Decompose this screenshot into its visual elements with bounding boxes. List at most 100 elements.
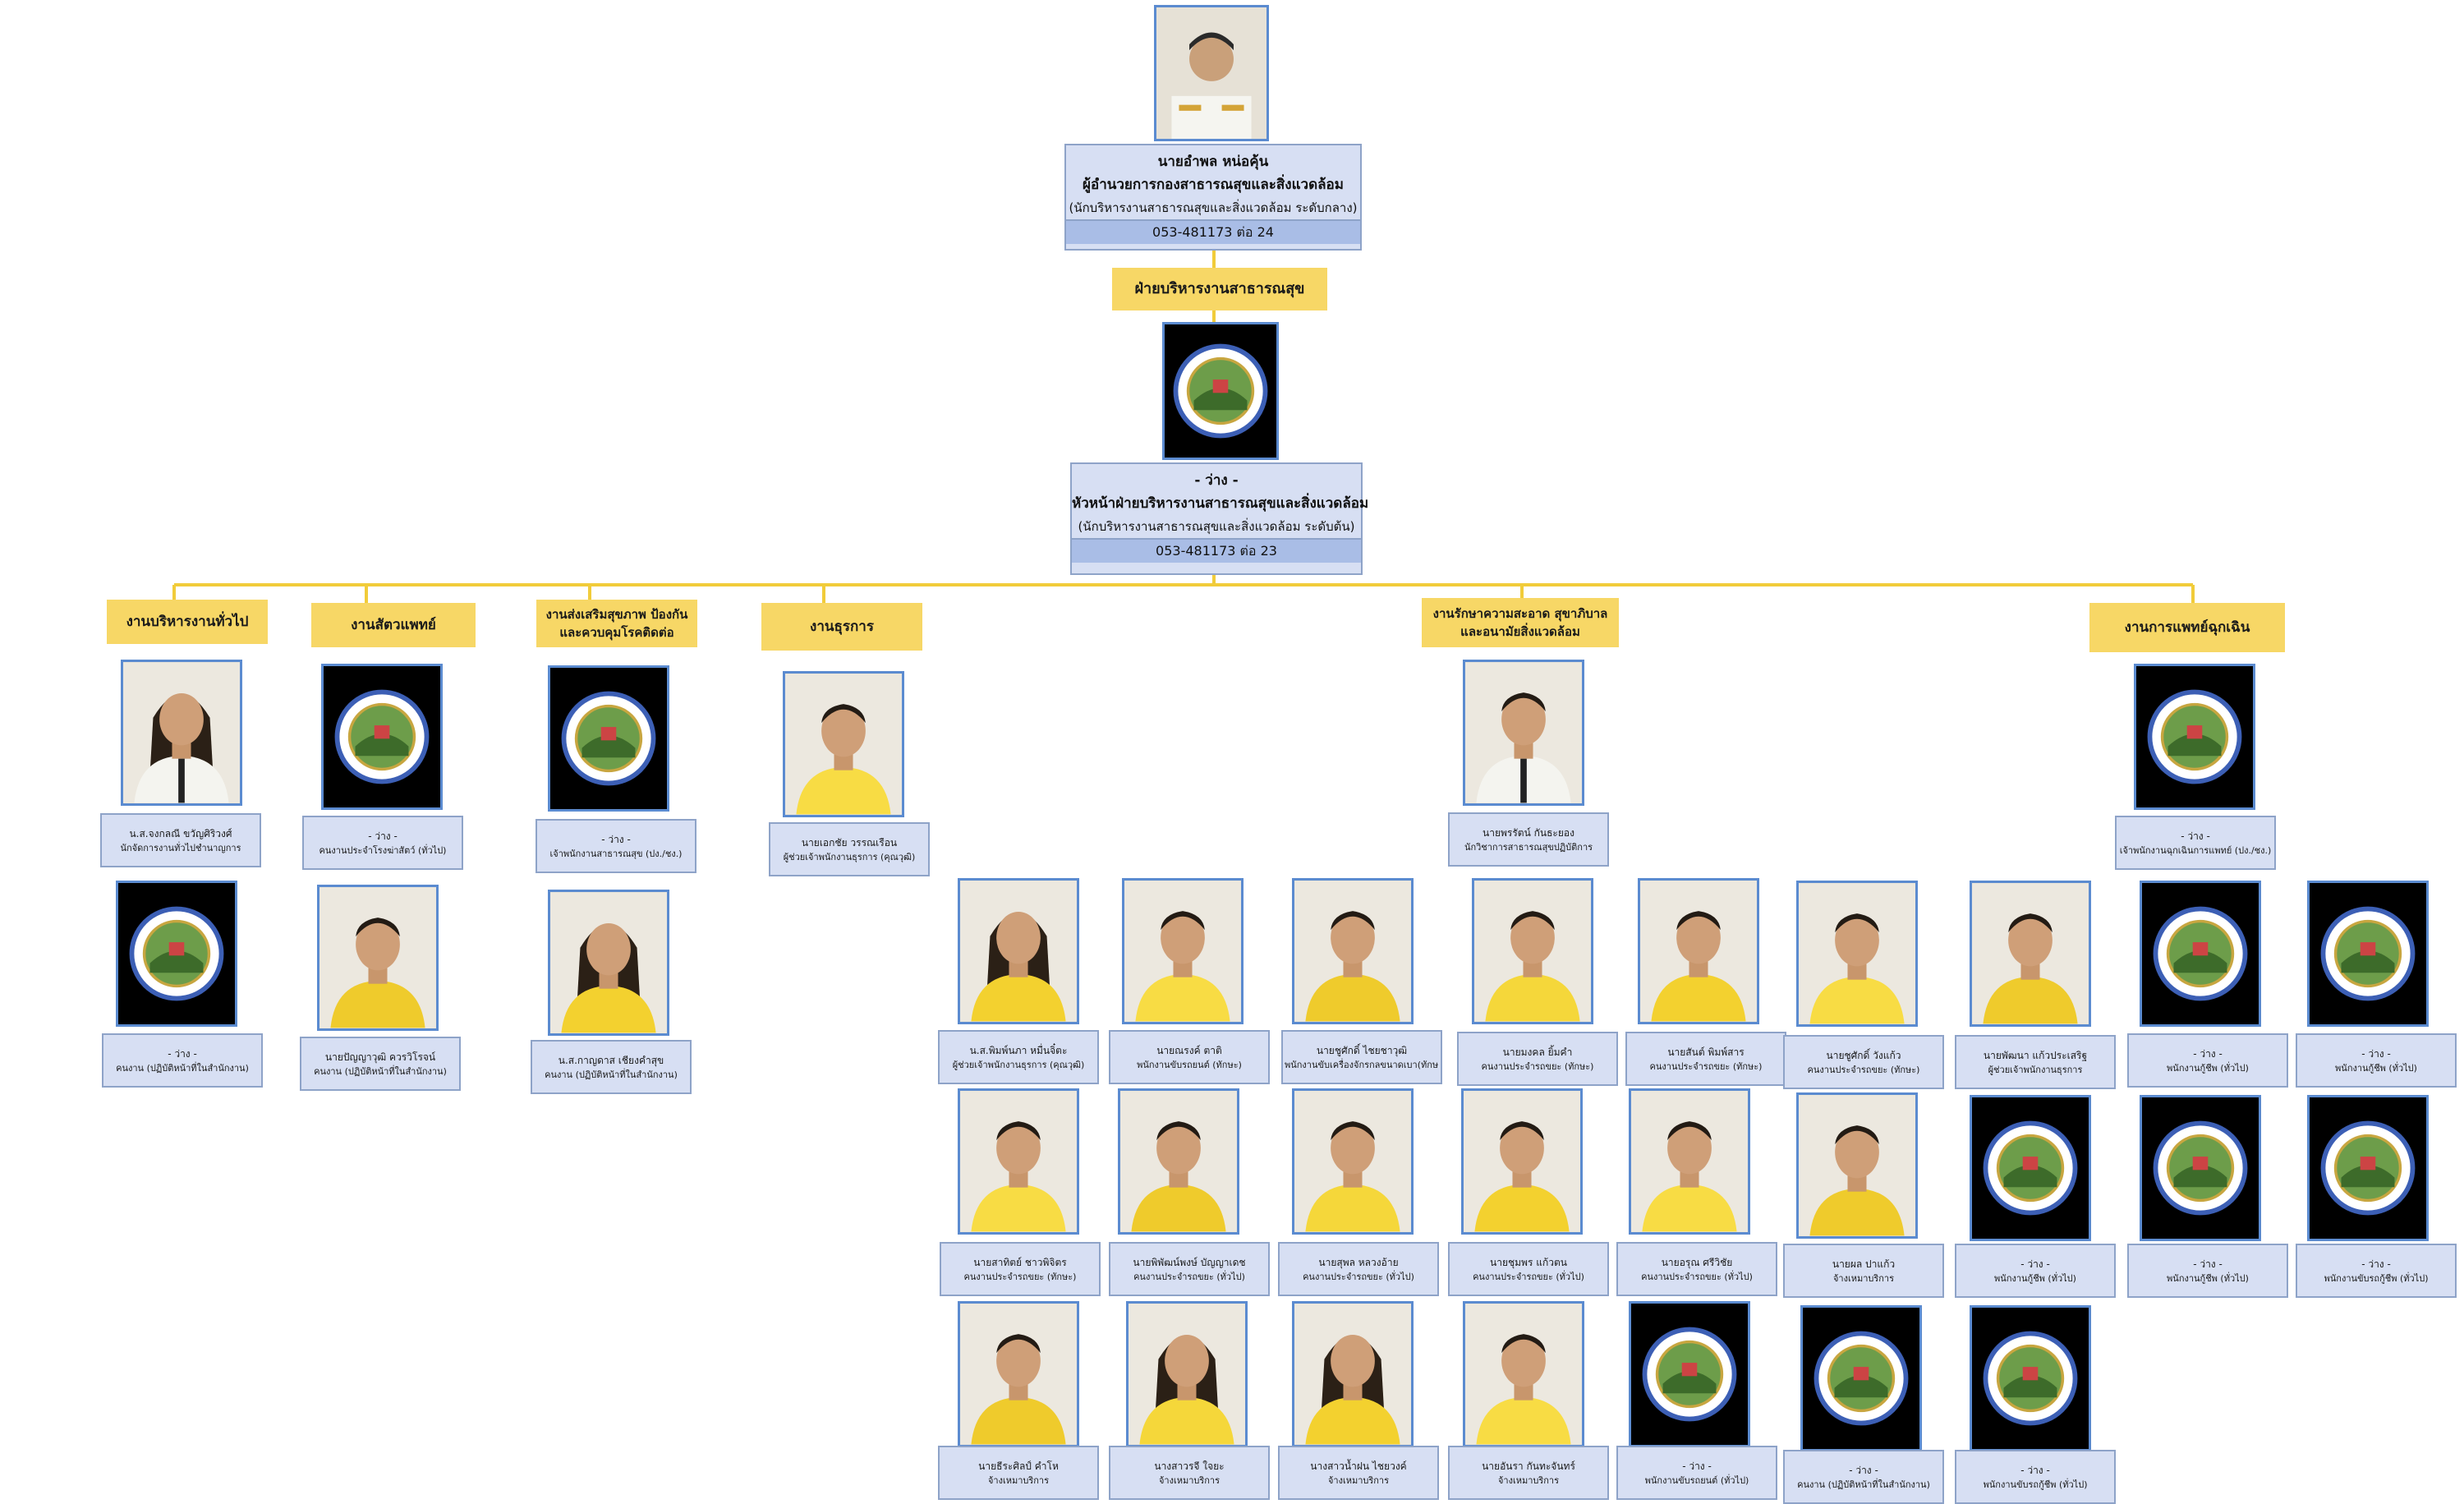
dept-general-admin: งานบริหารงานทั่วไป (107, 600, 268, 644)
staff-photo (1292, 878, 1414, 1024)
dept-clerical: งานธุรการ (761, 603, 922, 651)
municipal-seal-icon (1642, 1327, 1737, 1422)
staff-card: นายสุพล หลวงอ้ายคนงานประจำรถขยะ (ทั่วไป) (1278, 1242, 1439, 1296)
staff-position: คนงานประจำรถขยะ (ทั่วไป) (1133, 1271, 1245, 1282)
staff-position: พนักงานขับรถกู้ชีพ (ทั่วไป) (2324, 1272, 2429, 1284)
division-head-level: (นักบริหารงานสาธารณสุขและสิ่งแวดล้อม ระด… (1078, 519, 1355, 534)
director-phone: 053-481173 ต่อ 24 (1066, 219, 1360, 244)
staff-card: - ว่าง -คนงานประจำโรงฆ่าสัตว์ (ทั่วไป) (302, 816, 463, 870)
staff-vacant-logo (2307, 881, 2429, 1027)
division-head-phone: 053-481173 ต่อ 23 (1072, 538, 1361, 563)
staff-photo (1126, 1301, 1248, 1447)
staff-name: - ว่าง - (2193, 1258, 2223, 1270)
staff-name: นายสาทิตย์ ชาวพิจิตร (973, 1256, 1067, 1268)
division-head-name: - ว่าง - (1194, 472, 1239, 489)
staff-card: นายมงคล ยิ้มคำคนงานประจำรถขยะ (ทักษะ) (1457, 1032, 1618, 1086)
staff-name: นายพิพัฒน์พงษ์ บัญญาเดช (1133, 1256, 1246, 1268)
staff-position: คนงาน (ปฏิบัติหน้าที่ในสำนักงาน) (314, 1065, 447, 1077)
staff-card: - ว่าง - เจ้าพนักงานสาธารณสุข (ปง./ชง.) (536, 819, 696, 873)
staff-position: พนักงานขับรถยนต์ (ทักษะ) (1137, 1059, 1242, 1070)
staff-photo (958, 1088, 1079, 1235)
staff-photo (1292, 1088, 1414, 1235)
municipal-seal-icon (561, 691, 656, 786)
staff-name: นายมงคล ยิ้มคำ (1502, 1046, 1573, 1058)
staff-position: เจ้าพนักงานสาธารณสุข (ปง./ชง.) (549, 848, 683, 859)
staff-photo (1629, 1088, 1750, 1235)
staff-name: - ว่าง - (1849, 1464, 1878, 1476)
staff-position: คนงานประจำรถขยะ (ทั่วไป) (1473, 1271, 1584, 1282)
staff-position: คนงานประจำรถขยะ (ทั่วไป) (1303, 1271, 1414, 1282)
staff-position: พนักงานกู้ชีพ (ทั่วไป) (2167, 1062, 2249, 1074)
municipal-seal-icon (1173, 343, 1268, 439)
staff-position: เจ้าพนักงานฉุกเฉินการแพทย์ (ปง./ชง.) (2119, 844, 2272, 856)
staff-position: คนงานประจำรถขยะ (ทักษะ) (963, 1271, 1077, 1282)
staff-position: คนงาน (ปฏิบัติหน้าที่ในสำนักงาน) (1797, 1479, 1930, 1490)
staff-card: นายธีระศิลป์ คำโหจ้างเหมาบริการ (938, 1446, 1099, 1500)
staff-vacant-logo (548, 665, 669, 812)
staff-name: - ว่าง - (2020, 1464, 2050, 1476)
municipal-seal-icon (2153, 906, 2248, 1001)
staff-card: - ว่าง -พนักงานกู้ชีพ (ทั่วไป) (1955, 1244, 2116, 1298)
director-name: นายอำพล หน่อคุ้น (1157, 154, 1269, 170)
staff-photo (958, 1301, 1079, 1447)
staff-card: นายผล ปาแก้วจ้างเหมาบริการ (1783, 1244, 1944, 1298)
staff-vacant-logo (1970, 1095, 2091, 1241)
staff-name: นายณรงค์ ตาติ (1156, 1044, 1222, 1056)
staff-name: นายชูศักดิ์ ไชยชาวุฒิ (1316, 1044, 1408, 1056)
staff-card: นายพรรัตน์ กันธะยองนักวิชาการสาธารณสุขปฏ… (1448, 812, 1609, 867)
staff-card: นายอันรา กันทะจันทร์จ้างเหมาบริการ (1448, 1446, 1609, 1500)
dept-label: งานรักษาความสะอาด สุขาภิบาล (1432, 606, 1608, 621)
staff-vacant-logo (2140, 1095, 2261, 1241)
staff-name: นายปัญญาวุฒิ ควรวิโรจน์ (324, 1051, 436, 1063)
staff-position: พนักงานกู้ชีพ (ทั่วไป) (1994, 1272, 2076, 1284)
staff-name: นายสันต์ พิมพ์สาร (1667, 1046, 1745, 1058)
dept-label: และควบคุมโรคติดต่อ (559, 625, 674, 640)
staff-name: นายอันรา กันทะจันทร์ (1482, 1460, 1575, 1472)
staff-photo (1461, 1088, 1583, 1235)
municipal-seal-icon (2320, 1120, 2416, 1216)
staff-name: - ว่าง - (1682, 1460, 1712, 1472)
staff-name: นายธีระศิลป์ คำโห (978, 1460, 1059, 1472)
staff-vacant-logo (2134, 664, 2255, 810)
municipal-seal-icon (129, 906, 224, 1001)
staff-vacant-logo (116, 881, 237, 1027)
staff-photo (1638, 878, 1759, 1024)
staff-name: น.ส.พิมพ์นภา หมื่นจิ๋ตะ (969, 1044, 1068, 1056)
staff-name: - ว่าง - (368, 830, 398, 842)
staff-card: - ว่าง -พนักงานขับรถกู้ชีพ (ทั่วไป) (2296, 1244, 2457, 1298)
staff-position: นักจัดการงานทั่วไปชำนาญการ (120, 842, 241, 853)
staff-photo (317, 885, 439, 1031)
staff-photo (1463, 660, 1584, 806)
staff-name: นายสุพล หลวงอ้าย (1318, 1256, 1399, 1268)
staff-card: นายชูศักดิ์ ไชยชาวุฒิพนักงานขับเครื่องจั… (1281, 1030, 1442, 1084)
staff-photo (1796, 881, 1918, 1027)
staff-position: คนงานประจำรถขยะ (ทักษะ) (1481, 1060, 1594, 1072)
staff-photo (1292, 1301, 1414, 1447)
staff-card: - ว่าง -พนักงานกู้ชีพ (ทั่วไป) (2127, 1033, 2288, 1088)
staff-photo (958, 878, 1079, 1024)
staff-card: นายพิพัฒน์พงษ์ บัญญาเดชคนงานประจำรถขยะ (… (1109, 1242, 1270, 1296)
dept-label: งานส่งเสริมสุขภาพ ป้องกัน (545, 607, 688, 622)
staff-vacant-logo (1800, 1305, 1922, 1451)
staff-position: พนักงานกู้ชีพ (ทั่วไป) (2167, 1272, 2249, 1284)
staff-name: - ว่าง - (601, 833, 631, 845)
staff-position: คนงาน (ปฏิบัติหน้าที่ในสำนักงาน) (545, 1069, 678, 1080)
dept-label: งานธุรการ (810, 619, 874, 635)
staff-name: นางสาวน้ำฝน ไชยวงค์ (1310, 1460, 1407, 1472)
staff-card: นายพัฒนา แก้วประเสริฐผู้ช่วยเจ้าพนักงานธ… (1955, 1035, 2116, 1089)
staff-card: - ว่าง -เจ้าพนักงานฉุกเฉินการแพทย์ (ปง./… (2115, 816, 2276, 870)
staff-card: - ว่าง -คนงาน (ปฏิบัติหน้าที่ในสำนักงาน) (102, 1033, 263, 1088)
dept-veterinary: งานสัตวแพทย์ (311, 603, 476, 647)
staff-photo (1122, 878, 1243, 1024)
staff-name: นายพัฒนา แก้วประเสริฐ (1983, 1049, 2088, 1061)
municipal-seal-icon (1814, 1331, 1909, 1426)
staff-name: นายอรุณ ศรีวิชัย (1661, 1256, 1733, 1268)
staff-card: - ว่าง -พนักงานขับรถยนต์ (ทั่วไป) (1616, 1446, 1777, 1500)
division-head-position: หัวหน้าฝ่ายบริหารงานสาธารณสุขและสิ่งแวดล… (1072, 495, 1369, 512)
division-label-text: ฝ่ายบริหารงานสาธารณสุข (1134, 280, 1305, 297)
staff-card: นายปัญญาวุฒิ ควรวิโรจน์คนงาน (ปฏิบัติหน้… (300, 1037, 461, 1091)
staff-position: ผู้ช่วยเจ้าพนักงานธุรการ (คุณวุฒิ) (783, 851, 916, 862)
director-level: (นักบริหารงานสาธารณสุขและสิ่งแวดล้อม ระด… (1069, 200, 1358, 215)
staff-vacant-logo (2140, 881, 2261, 1027)
staff-card: นายเอกชัย วรรณเรือนผู้ช่วยเจ้าพนักงานธุร… (769, 822, 930, 876)
